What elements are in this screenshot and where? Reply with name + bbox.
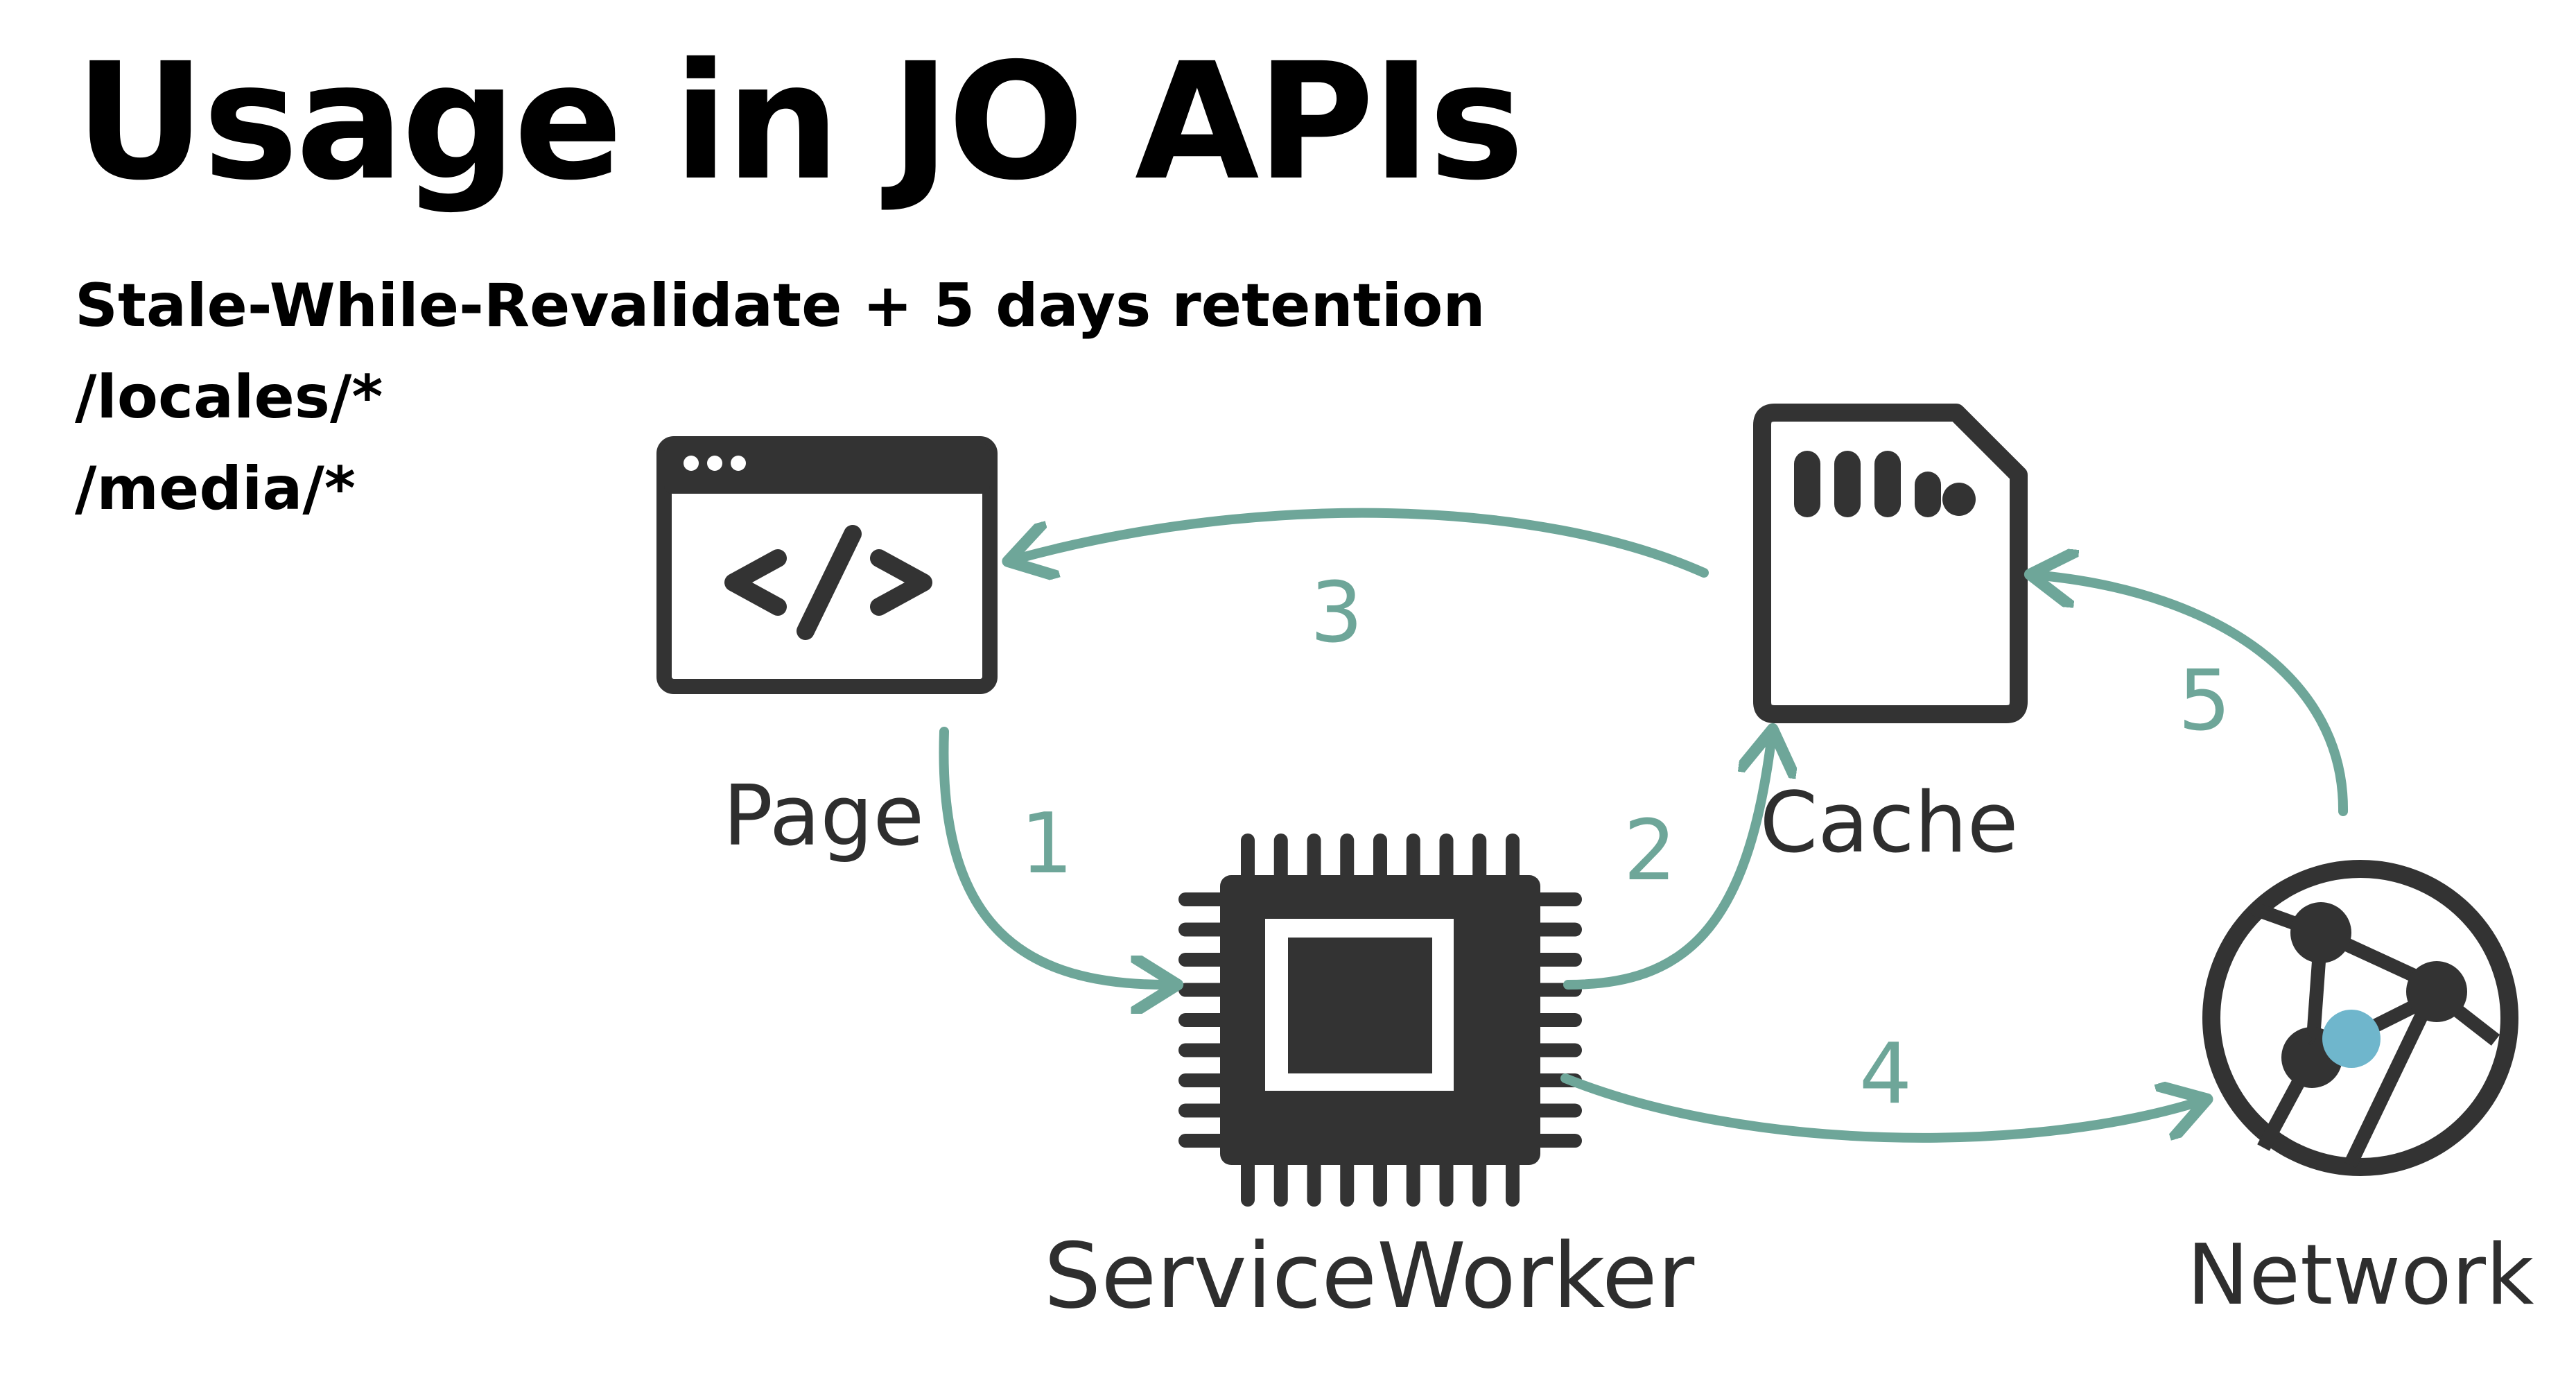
page-code-window-icon	[656, 436, 998, 694]
arrow-network-to-cache	[2042, 576, 2349, 816]
network-label: Network	[2186, 1227, 2534, 1324]
subtitle-locales-path: /locales/*	[75, 363, 383, 432]
page-label: Page	[723, 768, 925, 865]
arrow-sw-to-network	[1560, 1073, 2196, 1143]
service-worker-label: ServiceWorker	[1044, 1223, 1695, 1329]
cursor-arrow-icon: →	[2292, 1021, 2317, 1056]
step-4-label: 4	[1859, 1026, 1912, 1123]
cache-sd-card-icon	[1753, 404, 2028, 723]
step-3-label: 3	[1310, 565, 1363, 662]
step-5-label: 5	[2178, 653, 2231, 750]
arrow-sw-to-cache	[1563, 741, 1771, 990]
step-1-label: 1	[1020, 796, 1073, 892]
cursor-dot	[2322, 1010, 2381, 1068]
arrow-cache-to-page	[1019, 508, 1709, 573]
arrow-page-to-sw	[939, 727, 1166, 985]
step-2-label: 2	[1624, 803, 1676, 899]
subtitle-media-path: /media/*	[75, 454, 356, 524]
cache-label: Cache	[1759, 775, 2018, 872]
service-worker-chip-icon	[1178, 834, 1582, 1207]
subtitle-strategy: Stale-While-Revalidate + 5 days retentio…	[75, 271, 1486, 340]
slide-title: Usage in JO APIs	[75, 28, 1524, 216]
